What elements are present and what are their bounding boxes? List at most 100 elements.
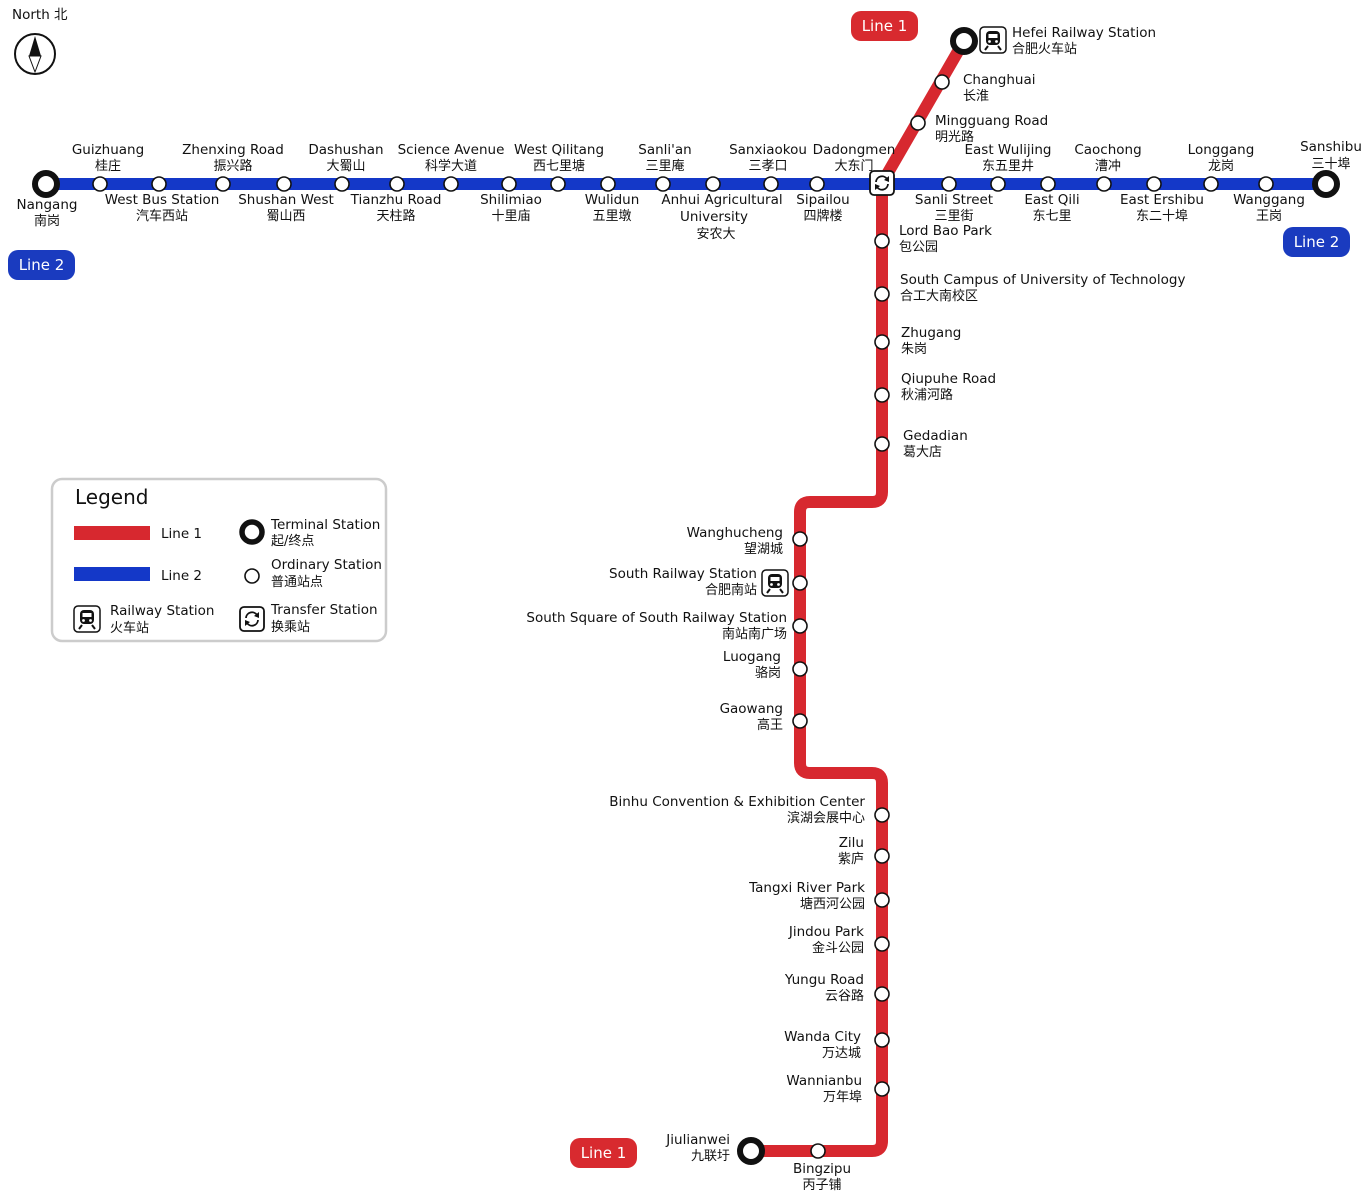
station-name-zh: 九联圩 xyxy=(691,1149,730,1164)
station-south-square-of-south-railway-station: South Square of South Railway Station南站南… xyxy=(526,610,808,642)
station-name-en: Gedadian xyxy=(903,428,968,444)
station-name-zh: 科学大道 xyxy=(425,158,477,174)
station-name-en: Wanggang xyxy=(1233,192,1305,208)
station-name-en: Changhuai xyxy=(963,72,1036,88)
station-name-en: Mingguang Road xyxy=(935,113,1048,129)
station-name-en: Tangxi River Park xyxy=(748,880,865,896)
station-name-en: Jiulianwei xyxy=(665,1132,730,1148)
station-name-zh: 云谷路 xyxy=(825,988,864,1004)
station-name-en: Wanda City xyxy=(784,1029,861,1045)
legend-line2-label: Line 2 xyxy=(161,568,202,584)
station-name-zh: 三里街 xyxy=(934,209,973,224)
station-name-en: Zilu xyxy=(839,835,864,851)
station-name-en: Sanshibu xyxy=(1300,139,1362,155)
line1-badge-bottom-label: Line 1 xyxy=(581,1144,627,1162)
station-name-zh: 合工大南校区 xyxy=(900,288,978,304)
station-name-en: Sanli Street xyxy=(915,192,993,208)
station-name-en: South Railway Station xyxy=(609,566,757,582)
station-name-en: Shilimiao xyxy=(480,192,542,208)
station-name-en: Yungu Road xyxy=(784,972,864,988)
legend-railway-zh: 火车站 xyxy=(110,620,149,636)
station-name-zh: 骆岗 xyxy=(755,665,781,681)
station-name-zh: 四牌楼 xyxy=(803,208,842,224)
station-sanshibu: Sanshibu 三十埠 xyxy=(1300,139,1362,198)
station-name-zh: 塘西河公园 xyxy=(800,896,865,912)
station-name-zh: 长淮 xyxy=(963,89,989,104)
station-name-zh: 万达城 xyxy=(822,1046,861,1061)
station-name-zh: 三里庵 xyxy=(645,158,684,174)
station-name-en: South Campus of University of Technology xyxy=(900,272,1185,288)
station-name-en: Dadongmen xyxy=(813,142,896,158)
line1-badge-top-label: Line 1 xyxy=(862,17,908,35)
legend-ordinary-zh: 普通站点 xyxy=(271,575,323,590)
station-name-zh: 大蜀山 xyxy=(326,159,365,174)
line2-badge-left: Line 2 xyxy=(8,250,75,280)
ordinary-marker-icon xyxy=(244,568,260,584)
station-name-en: Hefei Railway Station xyxy=(1012,25,1156,41)
station-name-en: West Qilitang xyxy=(514,142,604,158)
station-name-zh: 南站南广场 xyxy=(722,626,787,642)
north-arrow-icon xyxy=(14,33,56,75)
station-name-zh: 十里庙 xyxy=(491,209,530,224)
station-name-en: Shushan West xyxy=(238,192,334,208)
station-name-en: Wannianbu xyxy=(786,1073,862,1089)
station-name-en: Guizhuang xyxy=(72,142,144,158)
legend-terminal-en: Terminal Station xyxy=(270,517,380,533)
station-name-zh: 合肥南站 xyxy=(705,582,757,598)
station-name-zh: 东七里 xyxy=(1032,209,1071,224)
station-name-zh: 明光路 xyxy=(935,129,974,145)
train-icon xyxy=(73,605,101,633)
station-name-zh: 三孝口 xyxy=(748,159,787,174)
station-name-zh: 天柱路 xyxy=(376,208,415,224)
station-name-zh: 蜀山西 xyxy=(266,209,305,224)
station-name-en: Jindou Park xyxy=(788,924,864,940)
station-name-en: Sanxiaokou xyxy=(729,142,807,158)
line-badges: Line 1 Line 1 Line 2 Line 2 xyxy=(8,11,1350,1168)
station-name-zh: 桂庄 xyxy=(95,158,121,174)
station-name-en: Caochong xyxy=(1074,142,1141,158)
station-name-en: Science Avenue xyxy=(398,142,505,158)
legend-ordinary-en: Ordinary Station xyxy=(271,557,382,573)
station-name-en: Bingzipu xyxy=(793,1161,851,1177)
station-name-en: East Qili xyxy=(1024,192,1079,208)
station-name-zh: 金斗公园 xyxy=(812,940,864,956)
station-name-en: Longgang xyxy=(1188,142,1255,158)
station-name-zh: 三十埠 xyxy=(1311,157,1350,172)
station-name-en: Sanli'an xyxy=(638,142,691,158)
station-name-zh: 汽车西站 xyxy=(136,208,188,224)
station-binhu-convention-exhibition-center: Binhu Convention & Exhibition Center滨湖会展… xyxy=(609,794,890,826)
station-name-zh: 西七里塘 xyxy=(533,158,585,174)
station-name-zh: 葛大店 xyxy=(903,445,942,460)
station-name-zh: 南岗 xyxy=(34,213,60,229)
compass-label: North 北 xyxy=(12,7,68,23)
station-name-zh: 大东门 xyxy=(834,159,873,174)
station-name-en: West Bus Station xyxy=(105,192,220,208)
